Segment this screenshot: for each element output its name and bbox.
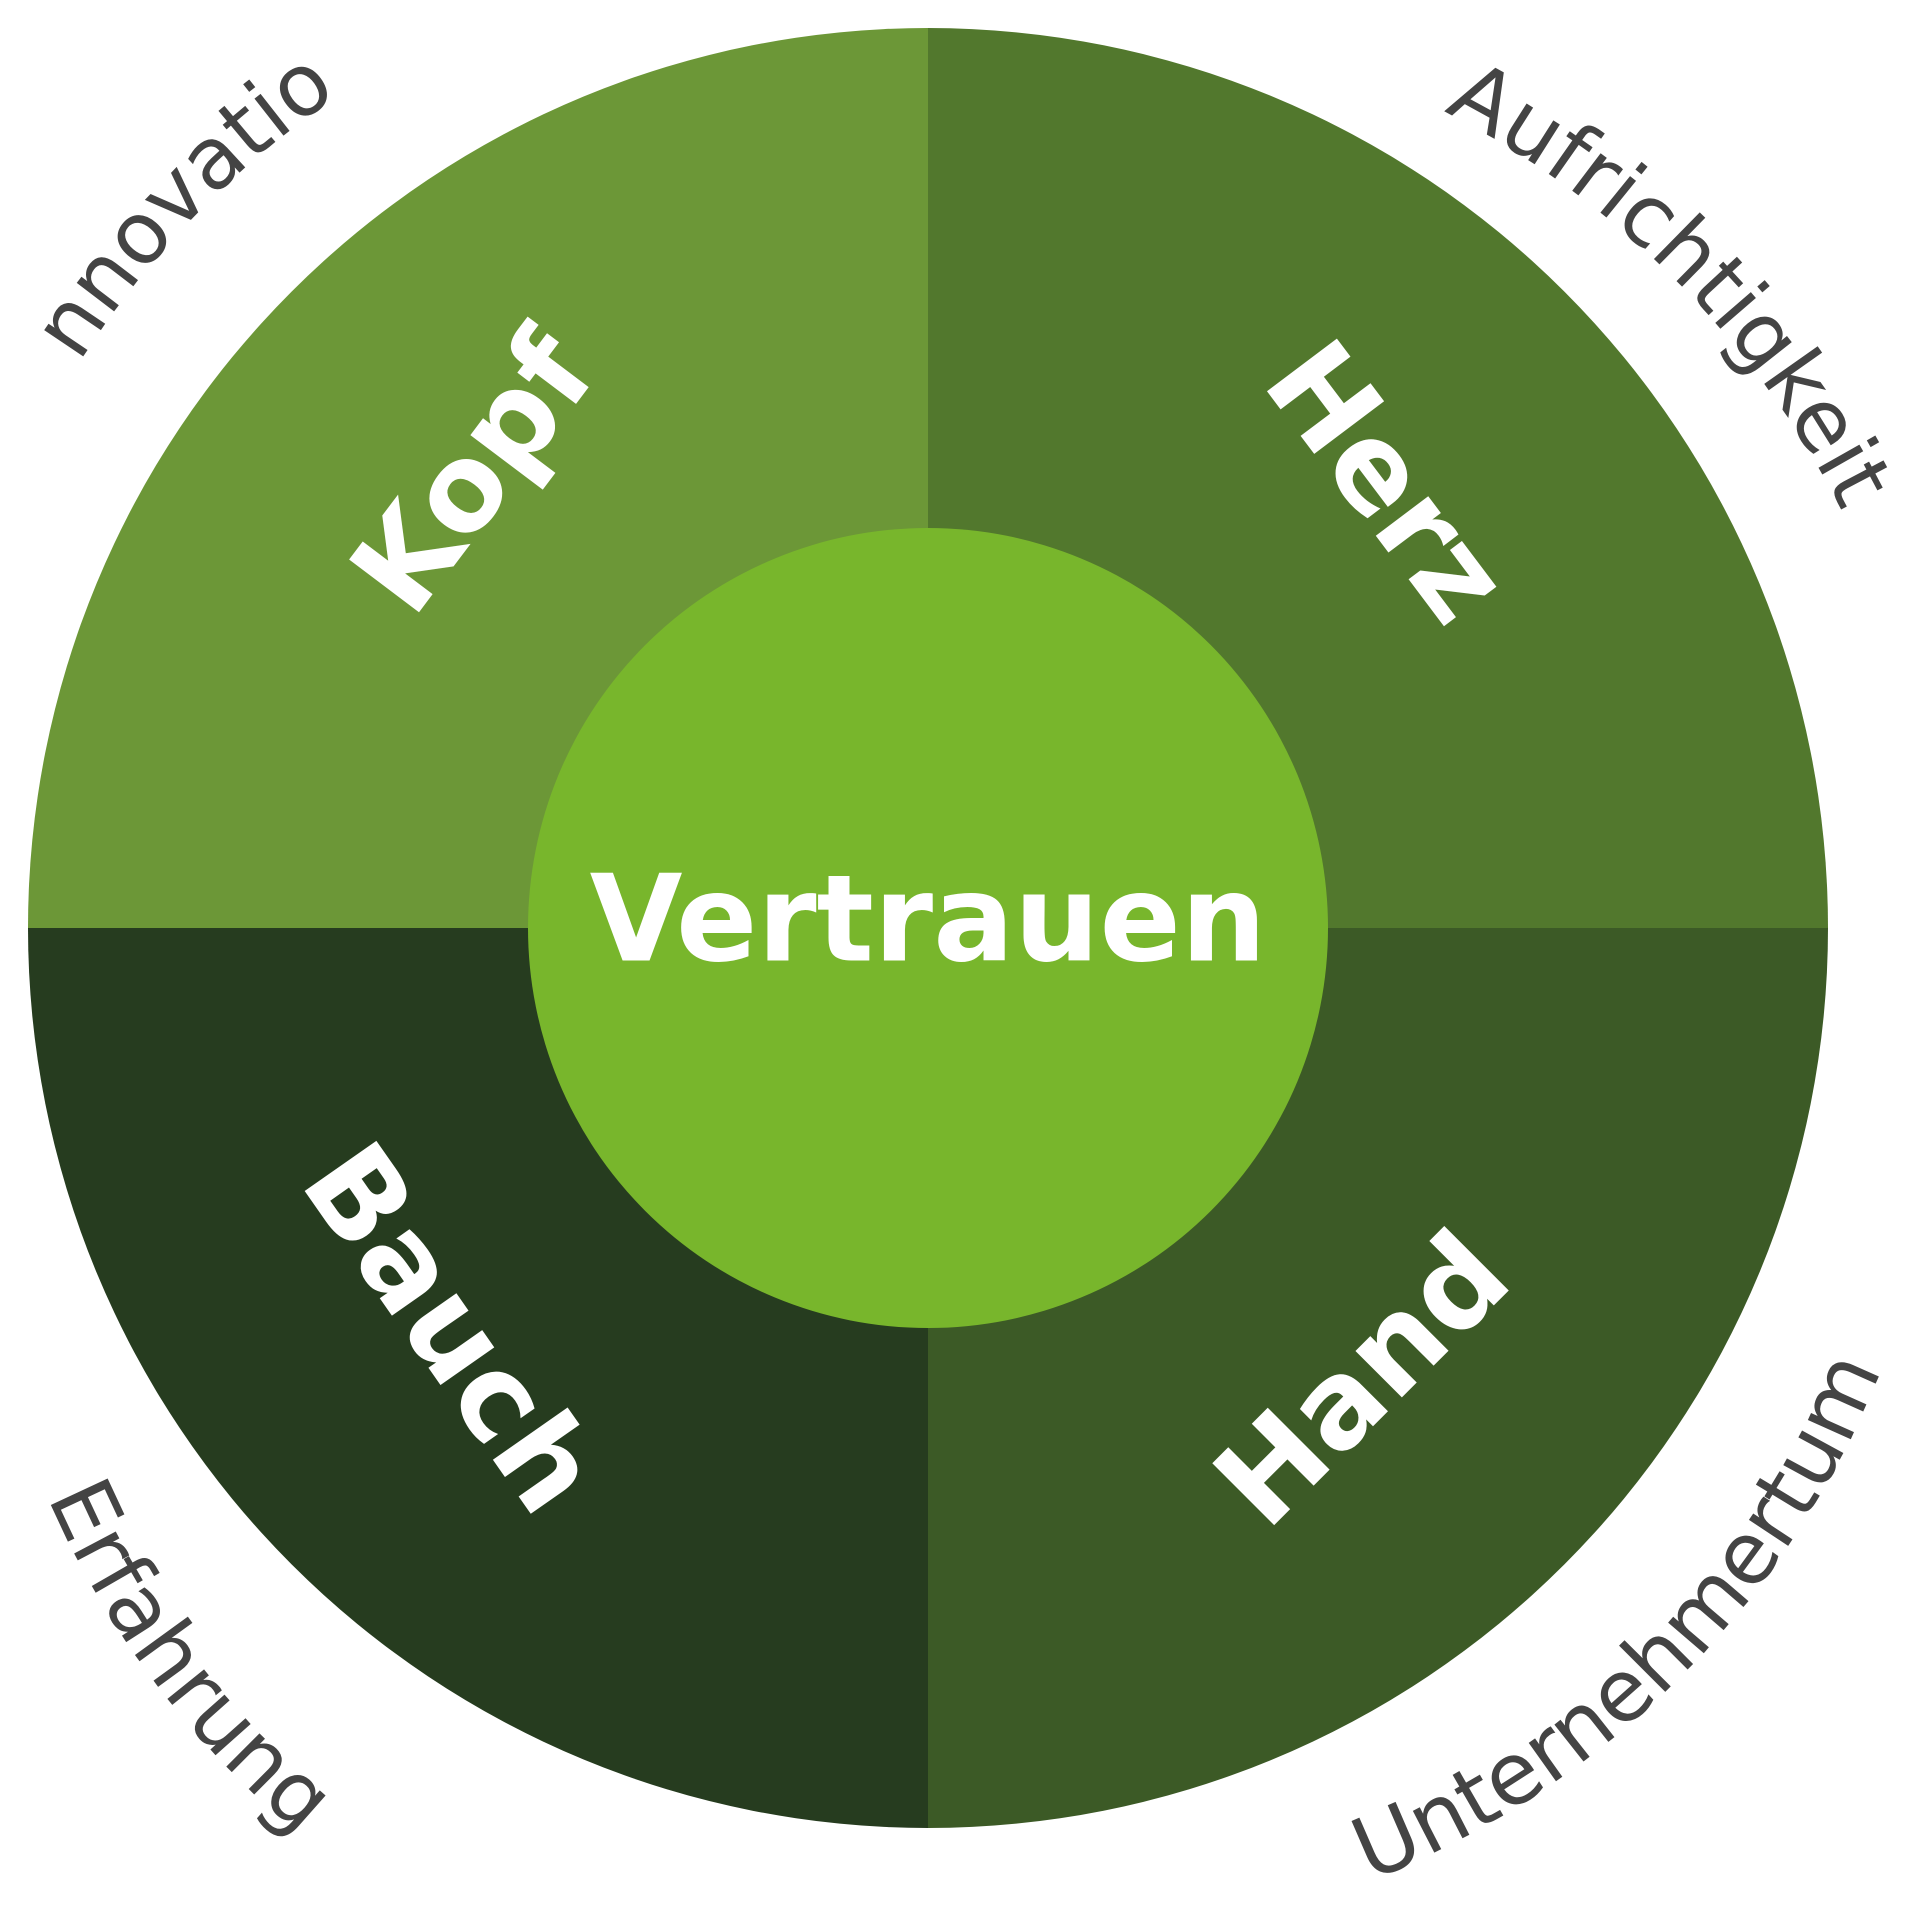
center-circle xyxy=(528,528,1328,1328)
center-label: Vertrauen xyxy=(590,851,1267,990)
